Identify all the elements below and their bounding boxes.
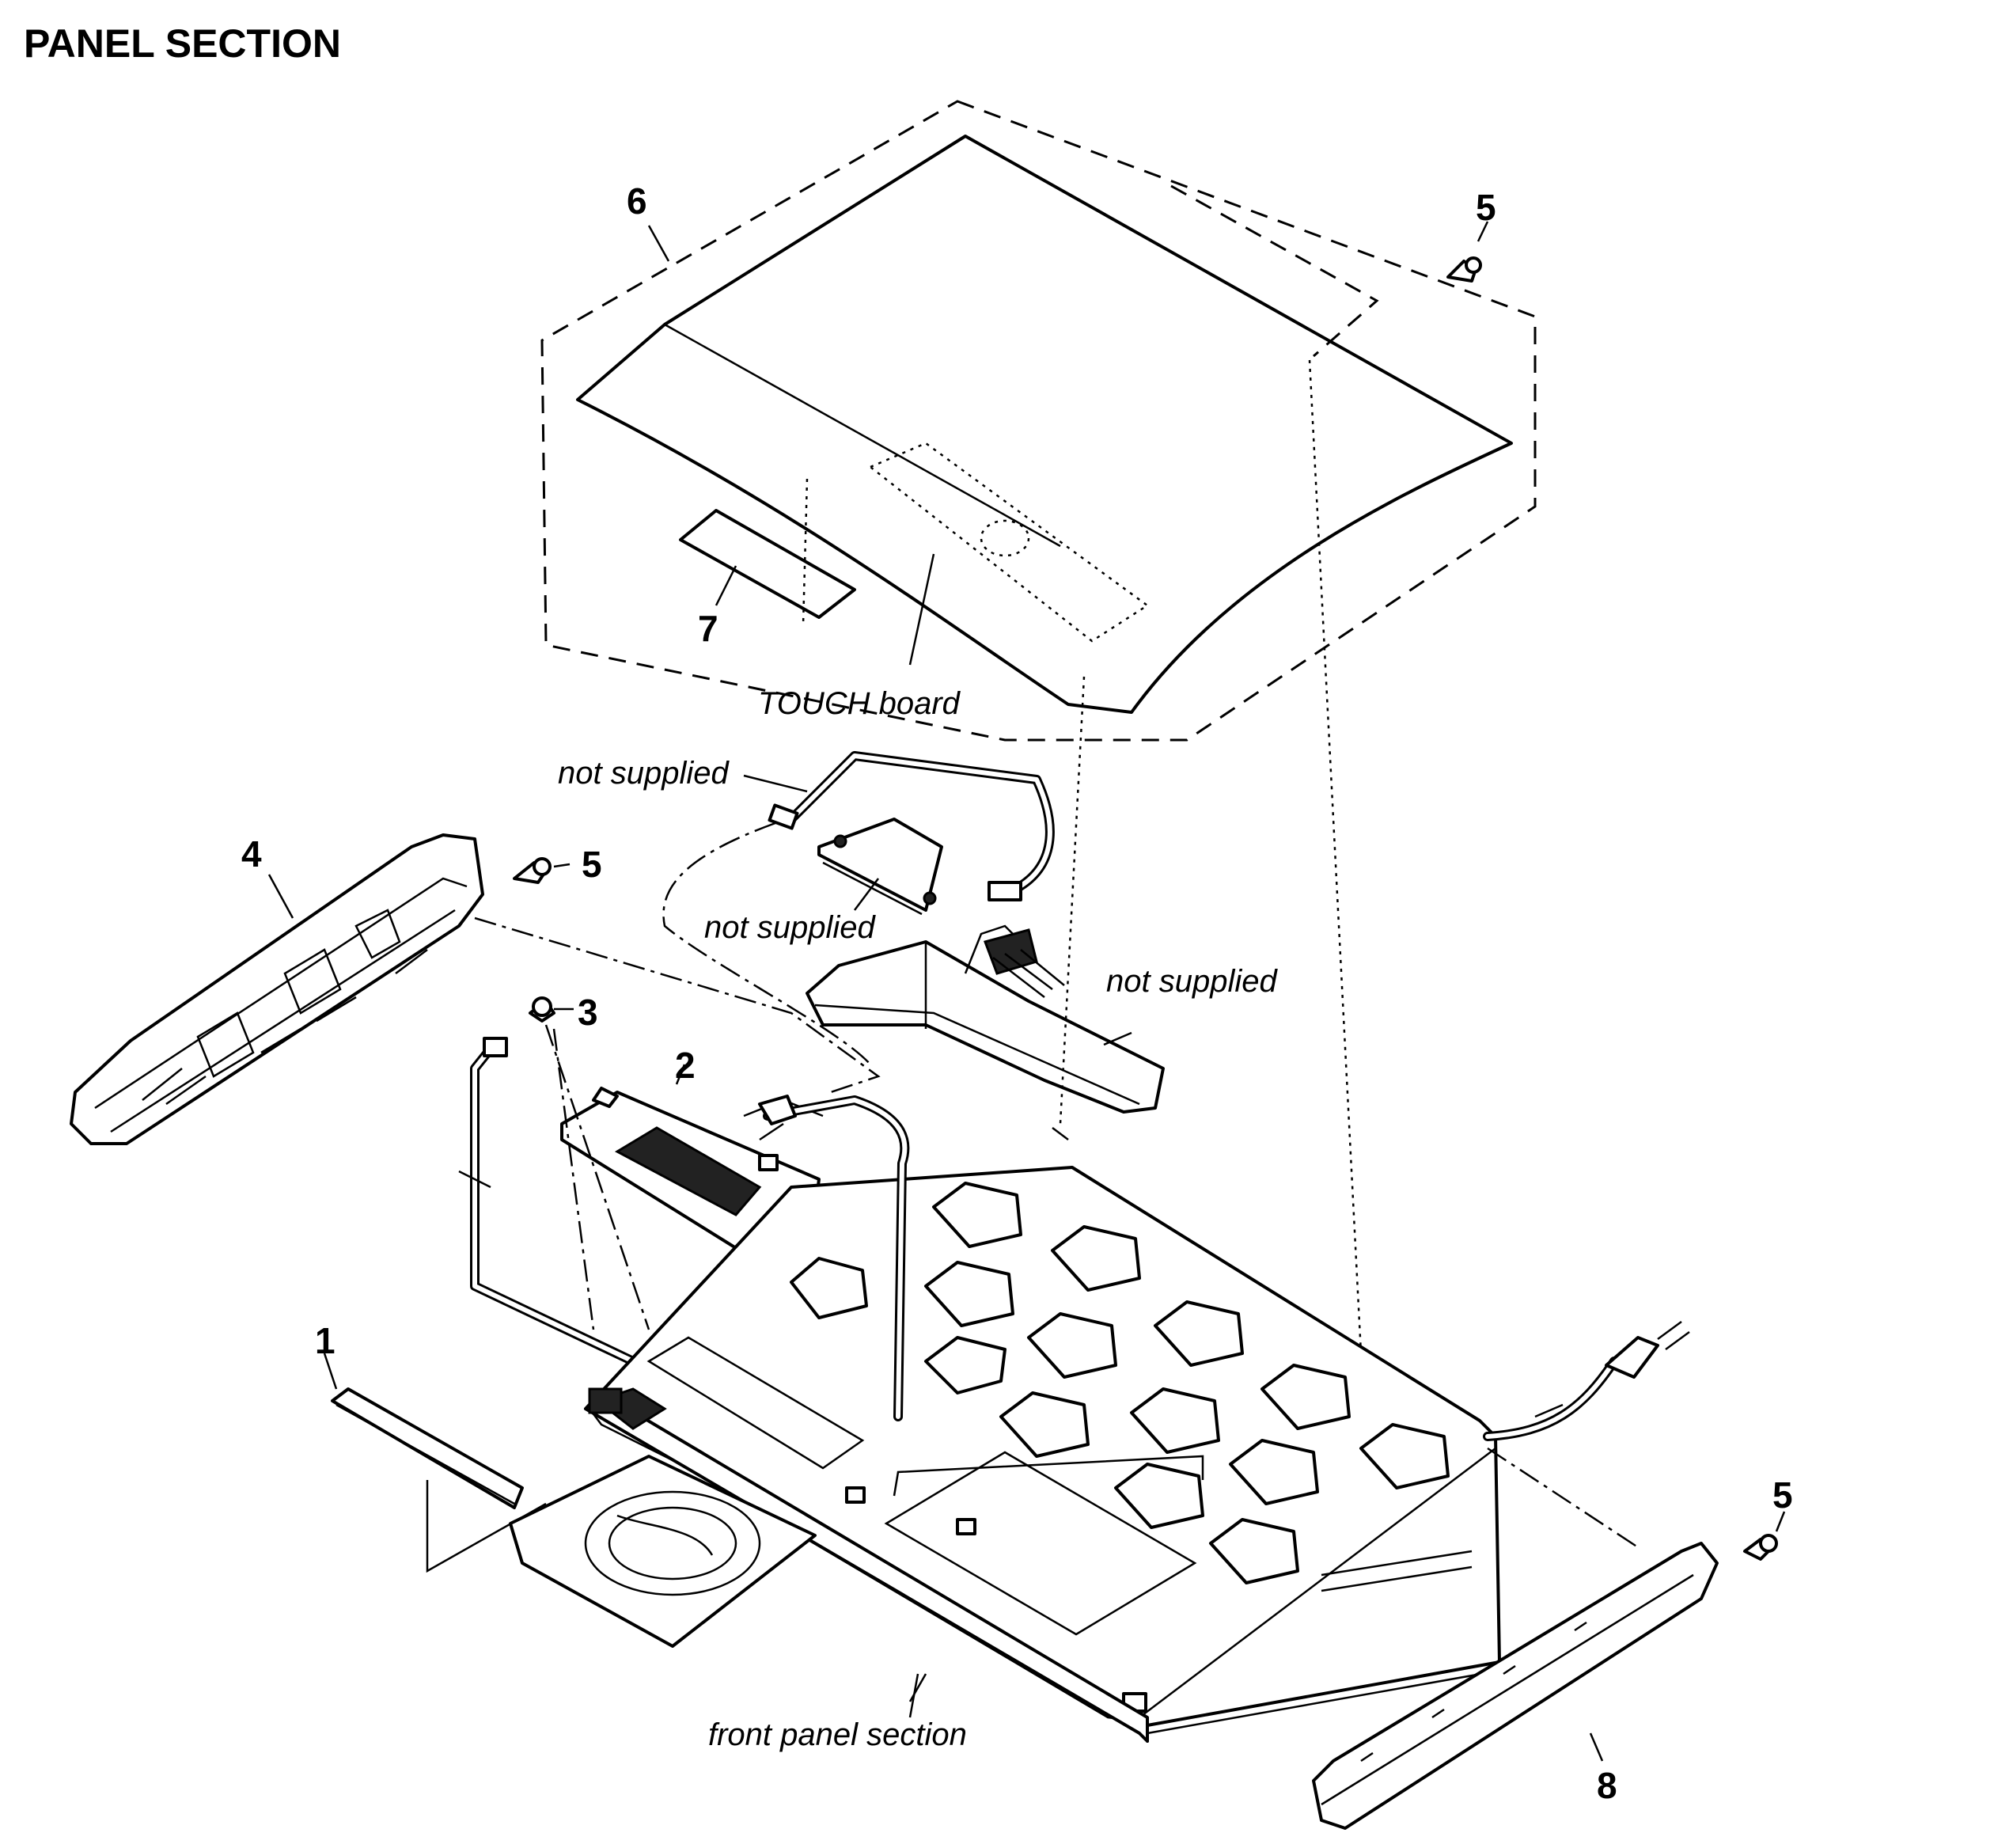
callout-5-left: 5	[582, 844, 602, 885]
side-panel-right-guide	[1487, 1447, 1639, 1549]
top-cover-crease	[664, 323, 1061, 548]
strip-part-1	[323, 1353, 547, 1573]
screw-5-right	[1743, 1511, 1786, 1561]
label-touch-board: TOUCH board	[758, 686, 961, 721]
part-6-leader	[647, 225, 670, 262]
screw-5-left	[513, 857, 571, 884]
front-panel-leader	[908, 1673, 919, 1718]
callout-7: 7	[698, 608, 718, 649]
connector-cable-left	[458, 1037, 638, 1366]
callout-4: 4	[241, 833, 262, 875]
board-part-2	[560, 1064, 824, 1252]
power-cord	[1483, 1320, 1690, 1441]
callout-1: 1	[315, 1320, 336, 1361]
callout-2: 2	[675, 1045, 696, 1086]
assembly-boundary-dashed	[540, 100, 1537, 742]
label-not-supplied-bracket: not supplied	[1106, 964, 1278, 999]
front-panel-section	[509, 1387, 1149, 1743]
label-not-supplied-cable: not supplied	[558, 756, 730, 791]
top-cover-edge-line	[577, 398, 1069, 706]
side-panel-left-part-4	[70, 833, 484, 1145]
lid-part-7-guide	[802, 478, 809, 626]
connector-cable-center	[758, 1095, 910, 1421]
page-title: PANEL SECTION	[24, 21, 341, 66]
flat-cable-not-supplied	[662, 751, 1055, 1065]
touch-board-sensor	[980, 519, 1030, 557]
screw-3	[529, 996, 650, 1330]
lid-part-7	[679, 509, 856, 619]
callout-5-top: 5	[1476, 187, 1496, 228]
bracket-not-supplied	[806, 676, 1165, 1140]
callout-6: 6	[627, 180, 647, 222]
disc-tray-disc	[584, 1490, 761, 1596]
side-panel-left-guide	[474, 916, 881, 1094]
small-board-not-supplied	[817, 818, 943, 916]
label-not-supplied-board: not supplied	[704, 910, 876, 945]
screw-5-top	[1170, 184, 1489, 358]
label-front-panel-section: front panel section	[708, 1717, 967, 1752]
lid-part-7-leader	[715, 565, 737, 606]
callout-3: 3	[578, 992, 598, 1033]
side-panel-right-part-8	[1312, 1542, 1719, 1830]
top-cover-assembly	[540, 100, 1537, 742]
touch-board-leader	[908, 553, 935, 666]
callout-8: 8	[1597, 1765, 1617, 1806]
callout-5-right: 5	[1772, 1474, 1793, 1516]
screw-5-top-guide	[1308, 359, 1363, 1354]
